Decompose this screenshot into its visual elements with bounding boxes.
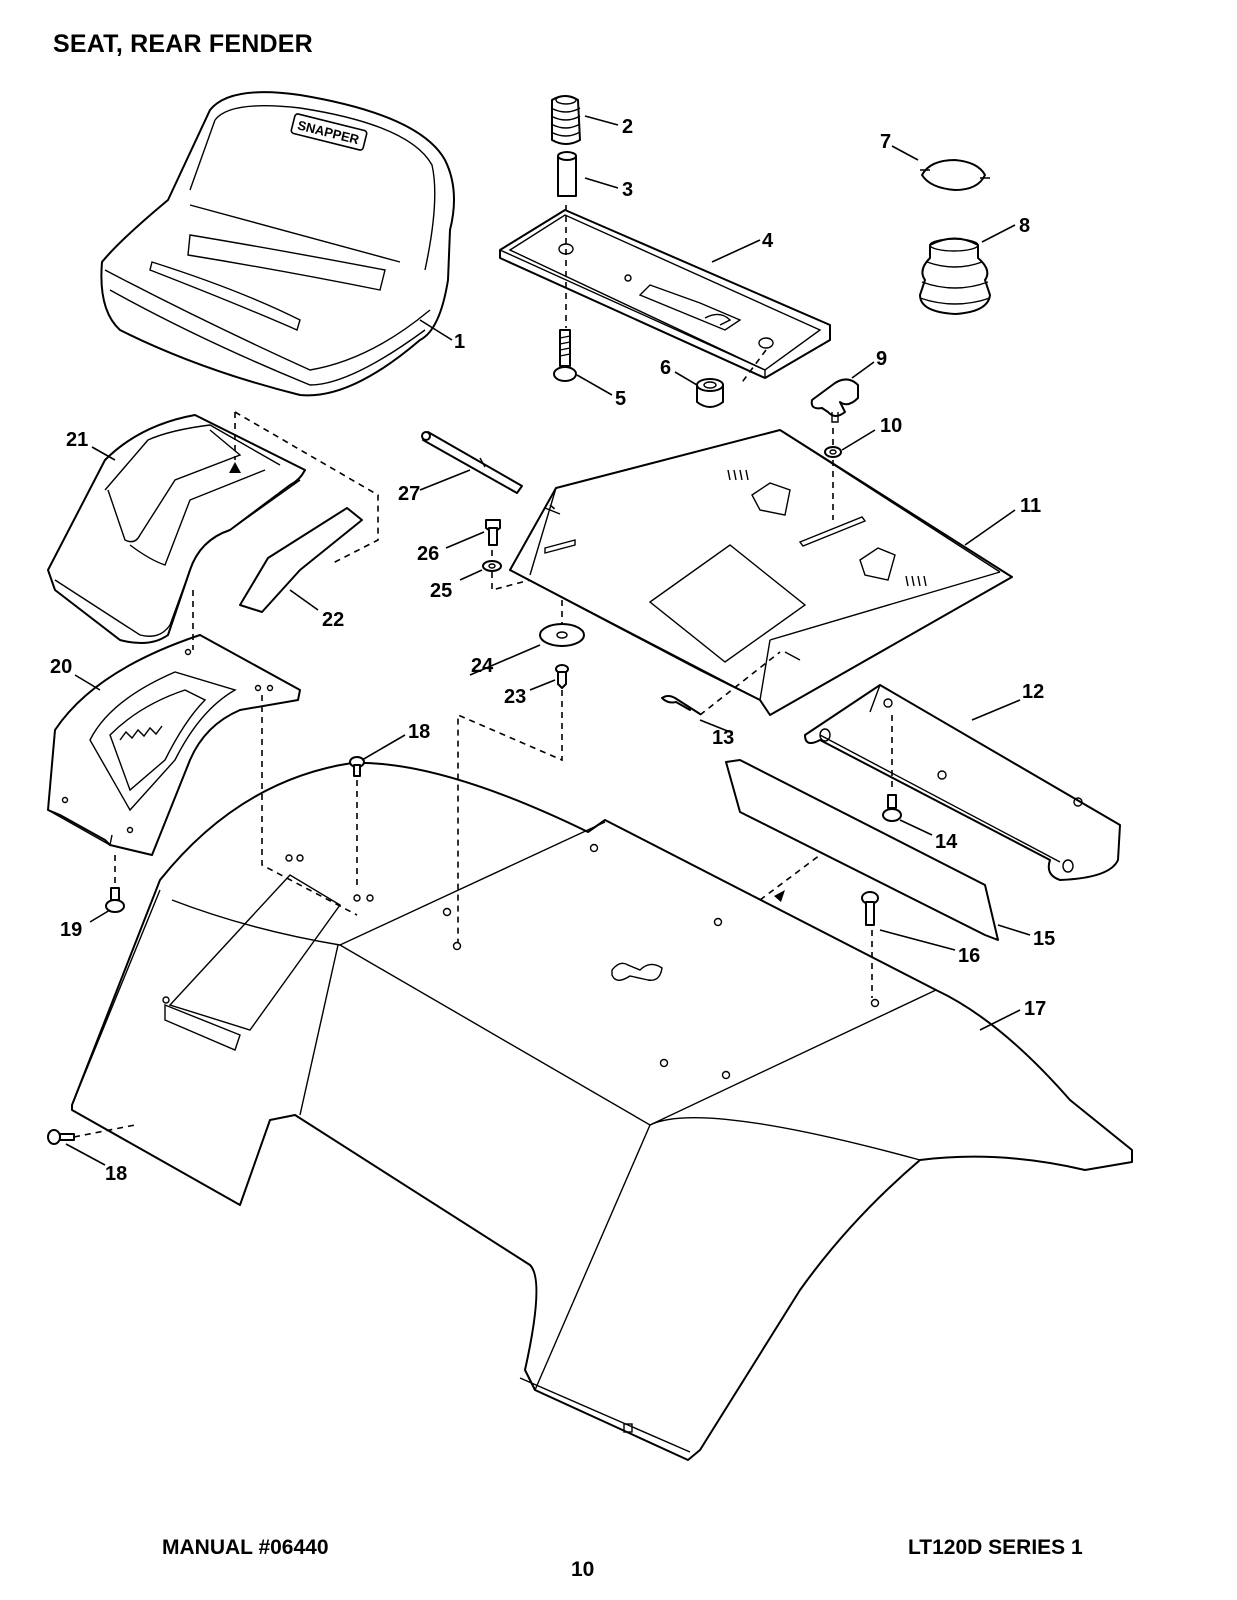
callout-25: 25	[430, 580, 452, 602]
callout-23: 23	[504, 686, 526, 708]
rear-fender-part	[71, 761, 1133, 1461]
callout-18-bottom: 18	[105, 1163, 127, 1185]
clip-ring-part	[920, 159, 990, 191]
model-series: LT120D SERIES 1	[908, 1536, 1083, 1559]
nut-part	[696, 378, 724, 408]
assembly-lines	[73, 205, 893, 1138]
seat-bracket-part	[499, 209, 831, 379]
callout-27: 27	[398, 483, 420, 505]
arrow-icon	[229, 462, 241, 473]
screw-part-18-top	[349, 756, 365, 777]
callout-11: 11	[1020, 495, 1041, 517]
screw-part-16	[861, 891, 879, 926]
callout-22: 22	[322, 609, 344, 631]
callout-17: 17	[1024, 998, 1046, 1020]
callout-12: 12	[1022, 681, 1044, 703]
page-title: SEAT, REAR FENDER	[53, 30, 313, 58]
callout-5: 5	[615, 388, 626, 410]
pad-strip-part	[725, 759, 999, 941]
washer-part-10	[824, 446, 842, 458]
bolt-part	[553, 329, 577, 382]
callout-16: 16	[958, 945, 980, 967]
callout-14: 14	[935, 831, 958, 853]
spacer-part	[557, 151, 577, 197]
callout-1: 1	[454, 331, 465, 353]
callout-13: 13	[712, 727, 734, 749]
bolt-part-26	[485, 519, 501, 546]
screw-part-14	[882, 794, 902, 822]
callout-24: 24	[471, 655, 494, 677]
callout-15: 15	[1033, 928, 1055, 950]
callout-7: 7	[880, 131, 891, 153]
callout-3: 3	[622, 179, 633, 201]
callout-20: 20	[50, 656, 72, 678]
cover-strip-part	[239, 507, 363, 613]
screw-part-19	[105, 887, 125, 913]
hair-pin-part	[661, 695, 701, 715]
screw-part-23	[555, 664, 569, 689]
shift-plate-part	[47, 634, 301, 856]
page-number: 10	[571, 1558, 595, 1581]
callout-8: 8	[1019, 215, 1030, 237]
knob-part	[810, 378, 859, 423]
seat-pan-part	[509, 429, 1013, 716]
arrow-icon	[774, 890, 785, 902]
rod-part	[421, 431, 523, 494]
callout-4: 4	[762, 230, 774, 252]
leader-lines	[65, 115, 1031, 1166]
callout-21: 21	[66, 429, 88, 451]
washer-part-25	[482, 560, 502, 572]
callout-9: 9	[876, 348, 887, 370]
hinge-bracket-part	[804, 684, 1121, 881]
callout-19: 19	[60, 919, 82, 941]
callout-26: 26	[417, 543, 439, 565]
callout-6: 6	[660, 357, 671, 379]
callout-labels: 1 2 3 4 5 6 7 8 9 10 11 12 13 14 15 16 1…	[50, 116, 1055, 1185]
shift-cover-part	[47, 414, 306, 645]
manual-number: MANUAL #06440	[162, 1536, 329, 1559]
washer-part-24	[539, 623, 585, 647]
seat-part: SNAPPER	[100, 91, 455, 397]
spring-part	[550, 95, 581, 145]
bumper-part	[919, 237, 991, 315]
screw-part-18-bottom	[47, 1129, 75, 1145]
callout-2: 2	[622, 116, 633, 138]
callout-18-top: 18	[408, 721, 430, 743]
callout-10: 10	[880, 415, 902, 437]
